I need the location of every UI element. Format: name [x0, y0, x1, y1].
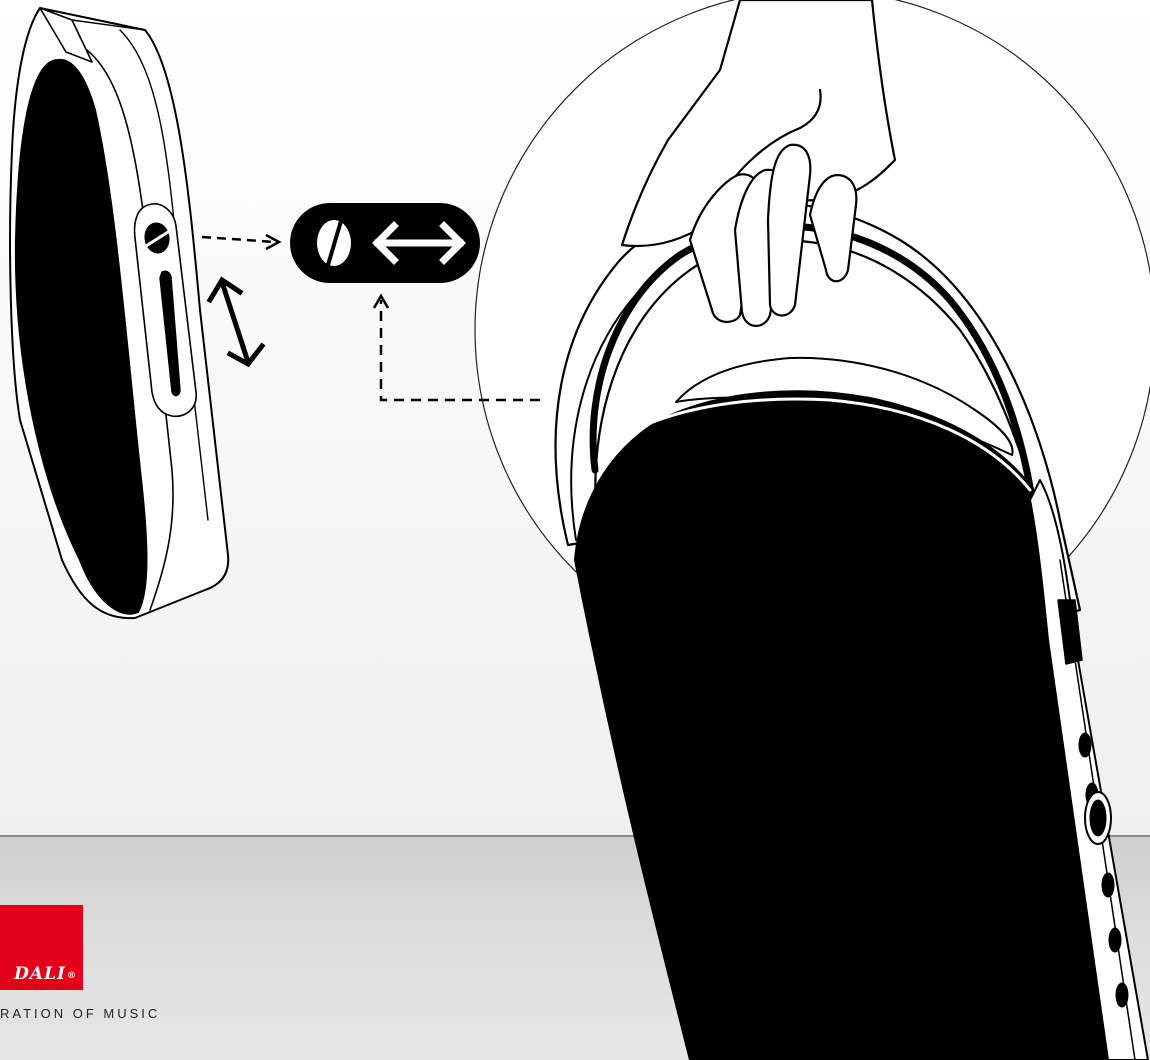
side-button-5: [1116, 983, 1128, 1007]
side-jack: [1090, 800, 1106, 836]
dashed-arrow-to-badge: [202, 235, 279, 249]
speaker-side-detail: [10, 8, 228, 618]
logo-text: DALI®: [14, 964, 77, 984]
unlock-badge: [290, 203, 480, 283]
vertical-double-arrow-icon: [210, 280, 262, 364]
brand-logo: DALI®: [0, 905, 83, 990]
side-button-3: [1102, 873, 1114, 897]
screw-slot-icon: [317, 220, 351, 266]
side-button-1: [1079, 733, 1091, 757]
side-button-4: [1109, 928, 1121, 952]
brand-tagline: RATION OF MUSIC: [0, 1006, 160, 1021]
logo-registered-mark: ®: [67, 971, 77, 981]
